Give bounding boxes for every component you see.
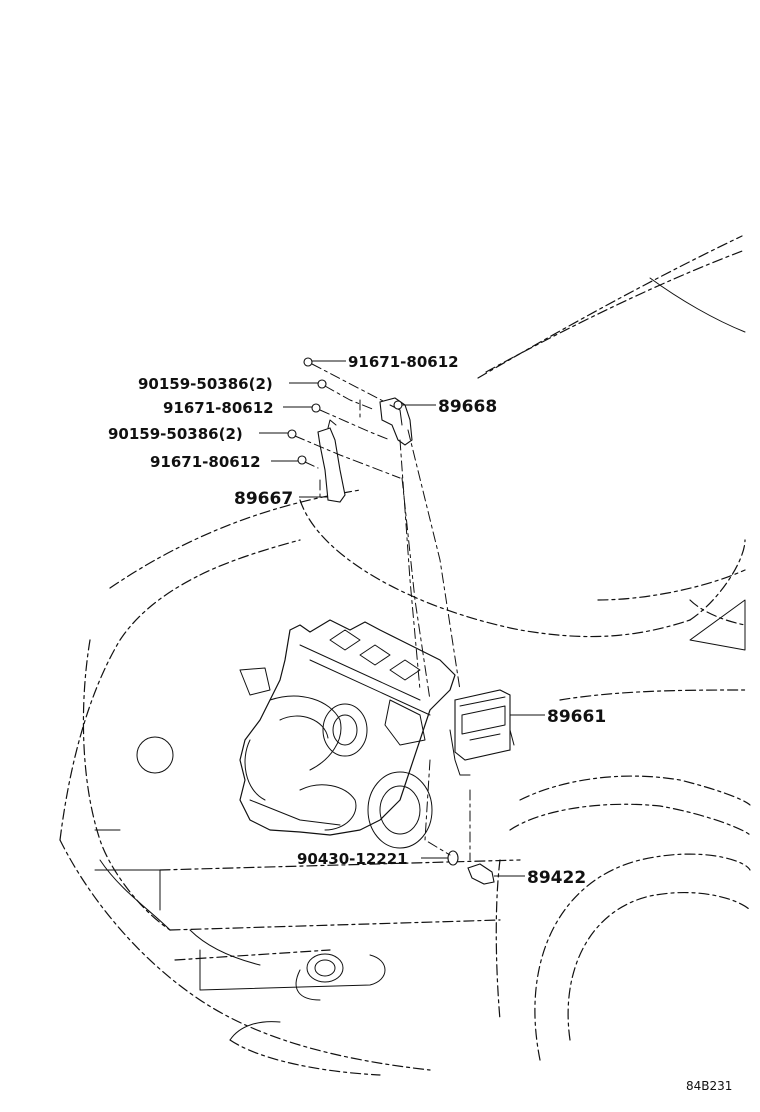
front-wheel [534, 853, 751, 1061]
callout-labels: 91671-80612 90159-50386(2) 91671-80612 9… [108, 353, 732, 1093]
callout-label: 90159-50386(2) [108, 425, 243, 443]
bolt-icon [297, 455, 307, 465]
callout-label: 91671-80612 [348, 353, 459, 371]
bolt-icon [317, 379, 327, 389]
gasket-icon [447, 850, 459, 866]
leader-lines [259, 360, 545, 877]
body-right-outline [495, 569, 751, 1021]
diagram-code: 84B231 [686, 1079, 732, 1093]
bolt-icon [303, 357, 313, 367]
callout-label: 90430-12221 [297, 850, 408, 868]
bracket-89667 [317, 419, 346, 503]
windshield-outline [477, 235, 746, 379]
bolt-icon [287, 429, 297, 439]
callout-label: 90159-50386(2) [138, 375, 273, 393]
callout-label: 91671-80612 [150, 453, 261, 471]
fasteners [287, 357, 495, 885]
bolt-icon [311, 403, 321, 413]
callout-label: 89668 [438, 397, 497, 417]
callout-label: 89661 [547, 707, 606, 727]
assembly-guide-lines [294, 363, 471, 861]
callout-label: 89422 [527, 868, 586, 888]
callout-label: 89667 [234, 489, 293, 509]
ecu-89661 [449, 689, 515, 776]
sensor-89422-icon [467, 863, 495, 885]
callout-label: 91671-80612 [163, 399, 274, 417]
bolt-icon [393, 400, 403, 410]
hood-outline [59, 489, 746, 841]
engine-assembly [239, 619, 456, 849]
front-bumper [59, 639, 521, 1076]
